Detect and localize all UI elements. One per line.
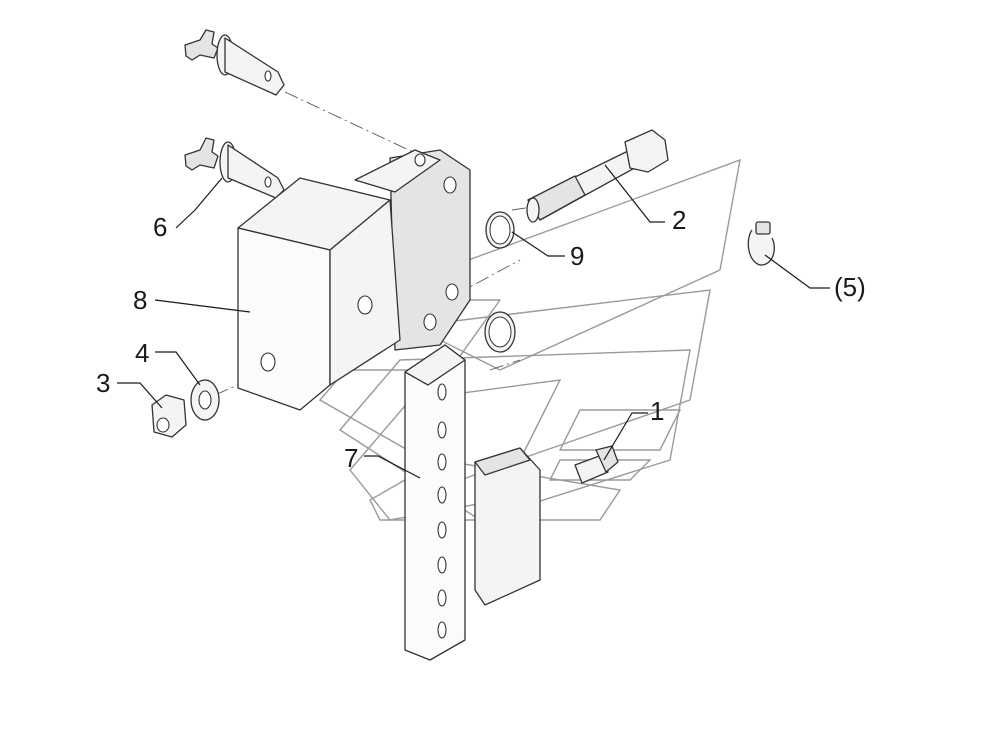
callout-5: (5) xyxy=(834,272,866,302)
callout-9: 9 xyxy=(570,241,584,271)
callouts: 1 2 3 4 (5) 6 7 8 9 xyxy=(96,205,866,473)
pin-lower xyxy=(184,137,285,199)
drawbar xyxy=(404,344,541,661)
leader-lines xyxy=(117,164,830,479)
nut xyxy=(151,394,187,438)
bracket xyxy=(237,149,471,411)
callout-4: 4 xyxy=(135,338,149,368)
callout-7: 7 xyxy=(344,443,358,473)
clip xyxy=(747,221,775,266)
callout-6: 6 xyxy=(153,212,167,242)
callout-8: 8 xyxy=(133,285,147,315)
retaining-ring-upper xyxy=(485,211,515,249)
pin-upper xyxy=(184,29,285,96)
callout-3: 3 xyxy=(96,368,110,398)
callout-2: 2 xyxy=(672,205,686,235)
bolt xyxy=(526,129,669,223)
callout-1: 1 xyxy=(650,396,664,426)
small-bolt xyxy=(574,445,619,484)
retaining-ring-lower xyxy=(484,311,516,353)
washer xyxy=(190,379,220,421)
